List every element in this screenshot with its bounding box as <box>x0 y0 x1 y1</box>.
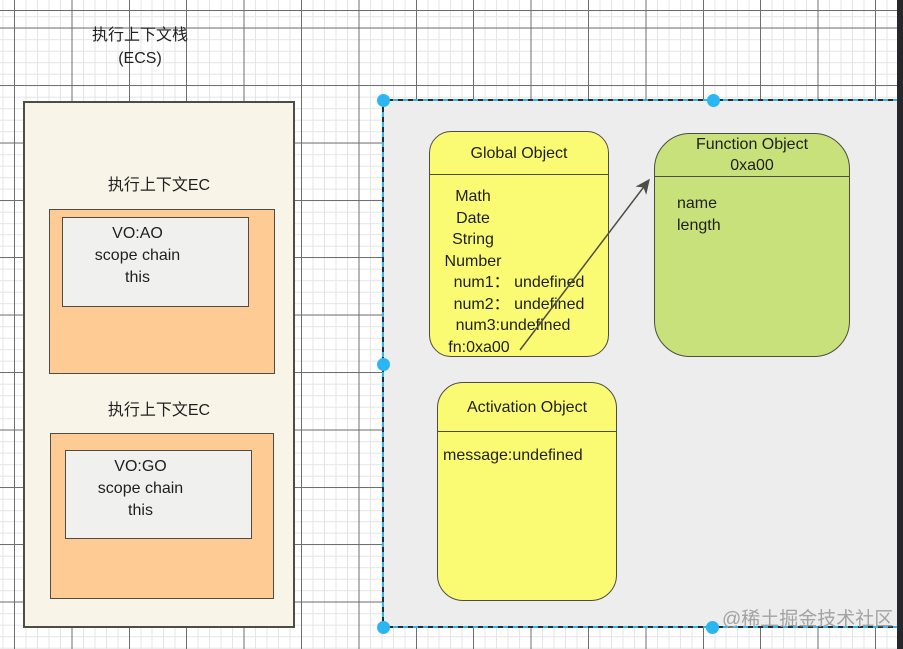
ec-section-2-title: 执行上下文EC <box>107 402 211 419</box>
global-object-line: Date <box>456 209 490 227</box>
selection-handle-middle-left[interactable] <box>377 358 390 371</box>
selection-handle-top-middle[interactable] <box>707 94 720 107</box>
vo-line: VO:AO <box>112 225 163 242</box>
global-object-line: fn:0xa00 <box>448 338 510 356</box>
vo-ao-box[interactable]: VO:AO scope chain this <box>62 217 249 307</box>
juejin-watermark: @稀土掘金技术社区 <box>722 609 894 630</box>
selection-handle-top-left[interactable] <box>377 94 390 107</box>
vo-line: this <box>128 502 153 519</box>
ecs-stack-label-line1: 执行上下文栈 <box>91 27 188 44</box>
global-object-line: num3:undefined <box>455 317 571 334</box>
activation-object-body: message:undefined <box>438 432 616 467</box>
vo-line: this <box>125 269 150 286</box>
selection-handle-bottom-left[interactable] <box>377 621 390 634</box>
ec-section-1-title: 执行上下文EC <box>107 177 211 194</box>
global-object-line: num1： undefined <box>453 274 585 291</box>
global-object-line: Number <box>444 252 502 270</box>
function-object-title-line1: Function Object <box>695 136 809 153</box>
function-object-title-line2: 0xa00 <box>730 157 774 174</box>
execution-stack-box[interactable]: 执行上下文EC VO:AO scope chain this 执行上下文EC V… <box>23 101 295 628</box>
global-object-line: Math <box>455 188 491 205</box>
function-object-title: Function Object 0xa00 <box>655 134 849 177</box>
vo-line: scope chain <box>94 247 181 264</box>
vo-go-box[interactable]: VO:GO scope chain this <box>65 450 252 539</box>
ecs-stack-label-line2: (ECS) <box>118 50 162 67</box>
activation-object-shape[interactable]: Activation Object message:undefined <box>437 382 617 601</box>
ec-section-2-box[interactable]: VO:GO scope chain this <box>50 433 274 599</box>
global-object-body: Math Date String Number num1： undefined … <box>430 175 608 358</box>
selection-border-bottom <box>383 626 897 628</box>
selected-objects-group[interactable]: Global Object Math Date String Number nu… <box>383 100 897 627</box>
function-object-line: length <box>677 217 721 234</box>
global-object-line: num2： undefined <box>453 295 585 313</box>
selection-handle-bottom-middle[interactable] <box>706 621 719 634</box>
global-object-title: Global Object <box>430 132 608 175</box>
activation-object-title: Activation Object <box>438 383 616 432</box>
window-edge-strip <box>897 0 903 649</box>
activation-object-line: message:undefined <box>443 447 583 464</box>
ec-section-1-box[interactable]: VO:AO scope chain this <box>49 209 275 374</box>
vo-line: scope chain <box>97 480 184 497</box>
function-object-body: name length <box>655 177 849 237</box>
global-object-line: String <box>452 231 494 248</box>
function-object-line: name <box>677 195 718 212</box>
selection-border-top <box>383 99 897 101</box>
global-object-shape[interactable]: Global Object Math Date String Number nu… <box>429 131 609 357</box>
vo-line: VO:GO <box>114 458 167 475</box>
function-object-shape[interactable]: Function Object 0xa00 name length <box>654 133 850 357</box>
ecs-stack-label[interactable]: 执行上下文栈 (ECS) <box>55 24 225 70</box>
